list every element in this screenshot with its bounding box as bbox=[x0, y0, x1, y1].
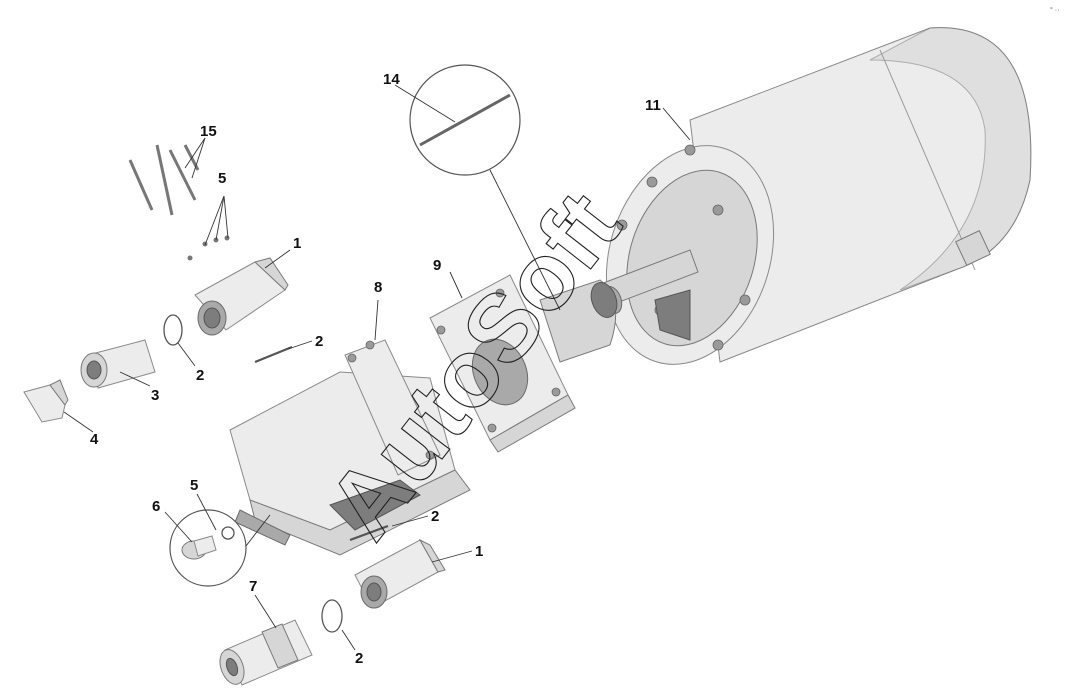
adapter-plate-part-9 bbox=[429, 274, 618, 453]
nipple-part-3 bbox=[80, 339, 156, 389]
o-ring-part-2-lower bbox=[321, 599, 343, 633]
fitting-block-part-1-upper bbox=[194, 257, 289, 336]
label-5-upper: 5 bbox=[218, 170, 226, 187]
o-ring-part-2-upper bbox=[163, 314, 183, 346]
label-2-middle: 2 bbox=[315, 333, 323, 350]
label-7: 7 bbox=[249, 578, 257, 595]
fitting-block-part-1-lower bbox=[354, 538, 446, 609]
leader-lines bbox=[63, 84, 691, 651]
bolts-part-15 bbox=[128, 144, 200, 216]
label-5-lower: 5 bbox=[190, 477, 198, 494]
washers-part-5-upper bbox=[187, 235, 230, 261]
label-3: 3 bbox=[151, 387, 159, 404]
detail-circle-parts-5-6 bbox=[169, 509, 271, 587]
motor-part-11 bbox=[605, 27, 1032, 365]
label-6: 6 bbox=[152, 498, 160, 515]
pump-body-part-8 bbox=[229, 339, 471, 556]
label-14: 14 bbox=[383, 71, 400, 88]
label-1-upper: 1 bbox=[293, 235, 301, 252]
label-2-bottom: 2 bbox=[355, 650, 363, 667]
detail-circle-part-14 bbox=[409, 64, 561, 311]
label-2-lower: 2 bbox=[431, 508, 439, 525]
label-8: 8 bbox=[374, 279, 382, 296]
label-4: 4 bbox=[90, 431, 99, 448]
pin-part-2-lower bbox=[349, 524, 389, 542]
label-9: 9 bbox=[433, 257, 441, 274]
corner-mark: ° ·· bbox=[1050, 6, 1059, 14]
elbow-part-4 bbox=[23, 379, 69, 423]
label-11: 11 bbox=[645, 97, 661, 114]
label-2-upper: 2 bbox=[196, 367, 204, 384]
label-1-lower: 1 bbox=[475, 543, 483, 560]
pin-part-2-middle bbox=[254, 345, 293, 364]
label-15: 15 bbox=[200, 123, 217, 140]
hose-fitting-part-7 bbox=[219, 619, 313, 686]
